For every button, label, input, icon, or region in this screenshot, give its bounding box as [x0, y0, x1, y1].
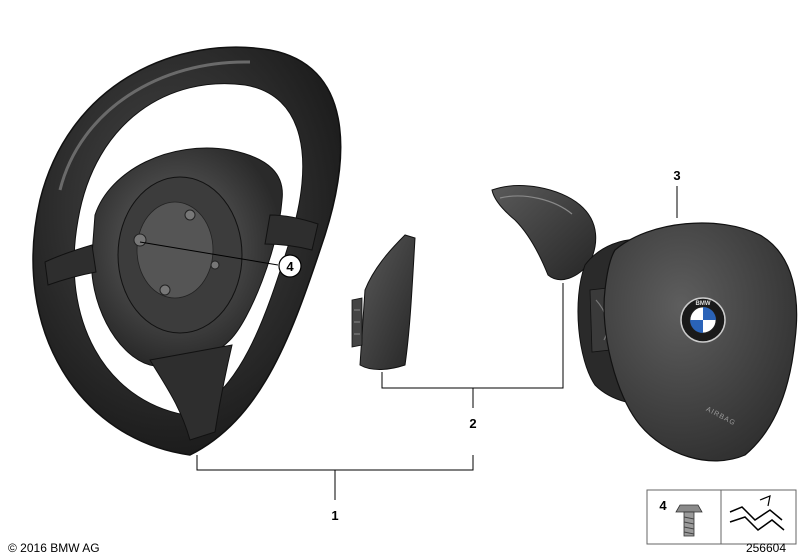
svg-text:BMW: BMW [696, 301, 711, 307]
steering-wheel [32, 46, 342, 456]
screw-icon [675, 504, 703, 537]
diagram-id: 256604 [746, 541, 786, 555]
leader-part-2 [381, 283, 564, 408]
callout-4-number: 4 [286, 259, 294, 274]
leader-part-1 [196, 455, 474, 500]
bmw-roundel-icon: BMW [680, 297, 726, 343]
part-2-number: 2 [469, 416, 476, 431]
legend-item-number: 4 [659, 498, 667, 513]
part-3-number: 3 [673, 168, 680, 183]
airbag-module: BMW AIRBAG [577, 222, 798, 462]
trim-cover-right [491, 185, 597, 280]
trim-cover-left [351, 234, 416, 370]
legend-box: 4 [646, 489, 797, 545]
callout-4: 4 [139, 241, 302, 278]
symbol-icon [729, 495, 785, 531]
part-1-number: 1 [331, 508, 338, 523]
copyright-text: © 2016 BMW AG [8, 541, 100, 555]
